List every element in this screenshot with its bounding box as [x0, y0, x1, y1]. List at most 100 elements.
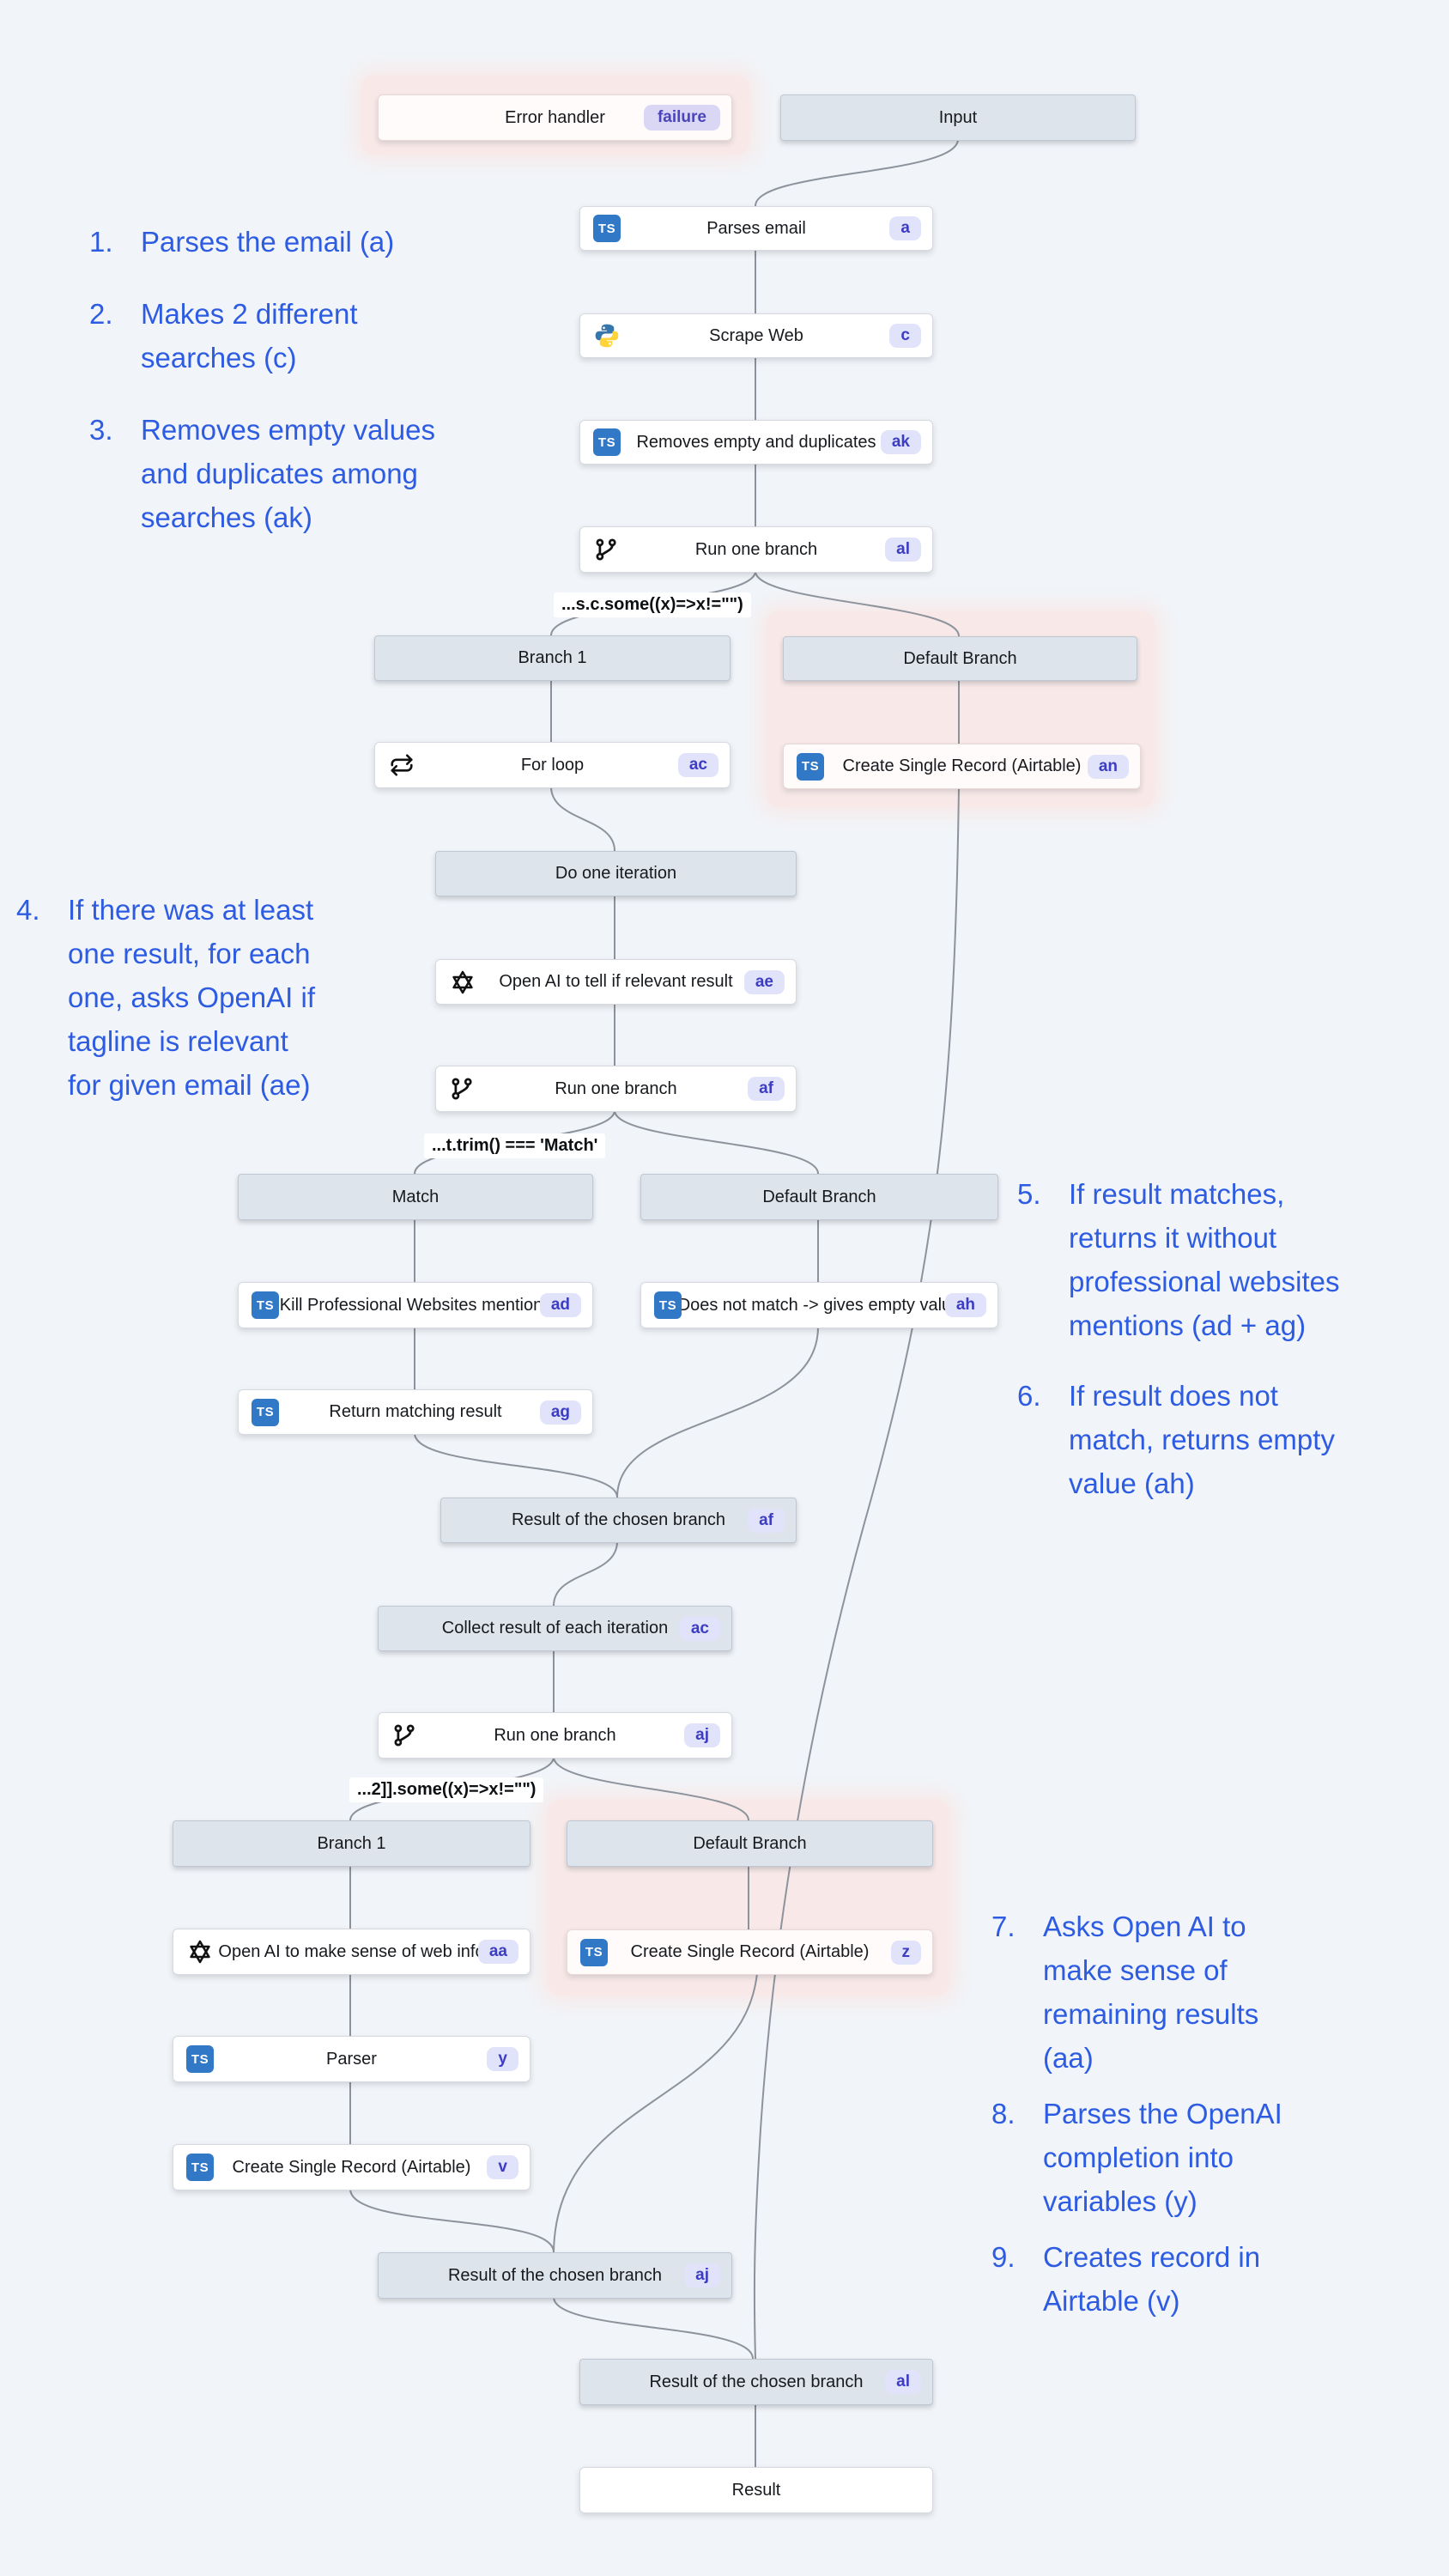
node-create-single-record-an[interactable]: TS Create Single Record (Airtable) an — [783, 744, 1141, 789]
branch-header-default[interactable]: Default Branch — [640, 1174, 998, 1220]
node-result[interactable]: Result — [579, 2467, 933, 2513]
annotation-text: Creates record in Airtable (v) — [1043, 2241, 1261, 2317]
node-label: Error handler — [505, 107, 605, 127]
openai-icon — [185, 1936, 215, 1967]
annotation-text: Makes 2 different searches (c) — [141, 298, 358, 374]
node-scrape-web[interactable]: Scrape Web c — [579, 313, 933, 358]
node-does-not-match[interactable]: TS Does not match -> gives empty value a… — [640, 1282, 998, 1328]
annotation-number: 5. — [1017, 1178, 1041, 1210]
node-badge: ad — [539, 1293, 581, 1317]
node-badge: ag — [539, 1400, 581, 1425]
node-badge: aj — [684, 1723, 720, 1747]
edge — [553, 1756, 749, 1821]
branch-header-branch1[interactable]: Branch 1 — [374, 635, 731, 681]
node-label: Kill Professional Websites mentions — [279, 1295, 552, 1315]
node-run-one-branch-al[interactable]: Run one branch al — [579, 526, 933, 573]
node-parser[interactable]: TS Parser y — [173, 2036, 530, 2082]
node-label: Match — [391, 1187, 440, 1206]
loop-icon — [386, 750, 417, 781]
annotation-number: 4. — [16, 894, 40, 926]
node-label: Parses email — [706, 218, 806, 238]
node-kill-professional-mentions[interactable]: TS Kill Professional Websites mentions a… — [238, 1282, 593, 1328]
node-badge: c — [889, 324, 921, 348]
node-label: Default Branch — [903, 648, 1017, 668]
annotation-item: 9. Creates record in Airtable (v) — [991, 2235, 1282, 2323]
header-do-one-iteration[interactable]: Do one iteration — [435, 851, 797, 896]
annotation-number: 7. — [991, 1911, 1016, 1942]
node-badge: ak — [880, 430, 921, 454]
annotation-text: If result does not match, returns empty … — [1069, 1380, 1335, 1499]
node-badge: af — [748, 1508, 785, 1533]
branch-condition-label: ...t.trim() === 'Match' — [424, 1133, 606, 1158]
node-badge: a — [889, 216, 921, 240]
header-result-chosen-branch-af[interactable]: Result of the chosen branch af — [440, 1498, 797, 1543]
node-label: Open AI to make sense of web info — [218, 1941, 485, 1961]
annotation-text: Asks Open AI to make sense of remaining … — [1043, 1911, 1259, 2074]
node-label: Result of the chosen branch — [511, 1510, 726, 1529]
annotation-text: If there was at least one result, for ea… — [68, 894, 315, 1101]
annotation-item: 5. If result matches, returns it without… — [1017, 1172, 1340, 1347]
node-create-single-record-z[interactable]: TS Create Single Record (Airtable) z — [567, 1929, 933, 1975]
node-label: Return matching result — [329, 1402, 502, 1421]
node-create-single-record-v[interactable]: TS Create Single Record (Airtable) v — [173, 2144, 530, 2190]
edge — [553, 1540, 618, 1607]
node-for-loop[interactable]: For loop ac — [374, 742, 731, 788]
typescript-icon: TS — [591, 213, 622, 244]
node-label: Default Branch — [693, 1833, 807, 1853]
edge — [553, 1972, 758, 2253]
typescript-icon: TS — [250, 1397, 281, 1428]
branch-header-default[interactable]: Default Branch — [783, 636, 1137, 681]
node-label: Open AI to tell if relevant result — [499, 972, 733, 991]
typescript-icon: TS — [652, 1290, 683, 1321]
annotation-item: 1. Parses the email (a) — [89, 220, 435, 264]
annotation-number: 6. — [1017, 1380, 1041, 1412]
node-label: Result — [731, 2480, 781, 2500]
node-removes-empty-duplicates[interactable]: TS Removes empty and duplicates ak — [579, 420, 933, 465]
node-label: For loop — [520, 755, 585, 775]
branch-header-branch1[interactable]: Branch 1 — [173, 1820, 530, 1867]
node-label: Create Single Record (Airtable) — [630, 1942, 870, 1961]
node-label: Collect result of each iteration — [441, 1619, 669, 1637]
annotation-item: 6. If result does not match, returns emp… — [1017, 1374, 1340, 1505]
annotation-text: If result matches, returns it without pr… — [1069, 1178, 1340, 1341]
node-input[interactable]: Input — [780, 94, 1136, 141]
node-badge: an — [1087, 754, 1129, 779]
annotation-number: 8. — [991, 2098, 1016, 2129]
node-label: Does not match -> gives empty value — [677, 1295, 961, 1315]
node-label: Result of the chosen branch — [447, 2265, 663, 2285]
node-badge: af — [748, 1077, 785, 1101]
branch-header-match[interactable]: Match — [238, 1174, 593, 1220]
node-parses-email[interactable]: TS Parses email a — [579, 206, 933, 251]
node-badge: v — [487, 2155, 518, 2179]
annotation-item-4: 4. If there was at least one result, for… — [16, 888, 315, 1107]
node-return-matching-result[interactable]: TS Return matching result ag — [238, 1389, 593, 1435]
branch-header-default[interactable]: Default Branch — [567, 1820, 933, 1867]
header-result-chosen-branch-al[interactable]: Result of the chosen branch al — [579, 2359, 933, 2405]
node-badge: ae — [743, 969, 785, 994]
node-badge: al — [885, 538, 921, 562]
node-label: Result of the chosen branch — [649, 2372, 864, 2391]
node-openai-tell-relevant[interactable]: Open AI to tell if relevant result ae — [435, 959, 797, 1005]
typescript-icon: TS — [185, 2152, 215, 2183]
node-label: Branch 1 — [317, 1833, 386, 1853]
python-icon — [591, 320, 622, 351]
failure-badge: failure — [643, 105, 720, 131]
node-label: Default Branch — [762, 1187, 876, 1206]
annotation-number: 1. — [89, 226, 113, 258]
edge — [755, 138, 959, 207]
node-label: Do one iteration — [555, 864, 677, 883]
node-error-handler[interactable]: Error handler failure — [378, 94, 732, 141]
edge — [753, 787, 960, 2360]
node-run-one-branch-aj[interactable]: Run one branch aj — [378, 1712, 732, 1759]
node-label: Input — [938, 107, 978, 127]
annotation-number: 3. — [89, 414, 113, 446]
node-run-one-branch-af[interactable]: Run one branch af — [435, 1066, 797, 1112]
annotation-number: 9. — [991, 2241, 1016, 2273]
node-badge: ac — [679, 1616, 720, 1641]
node-badge: z — [890, 1940, 921, 1965]
node-openai-make-sense[interactable]: Open AI to make sense of web info aa — [173, 1929, 530, 1975]
header-result-chosen-branch-aj[interactable]: Result of the chosen branch aj — [378, 2252, 732, 2299]
node-badge: aj — [684, 2263, 720, 2287]
header-collect-result-iteration[interactable]: Collect result of each iteration ac — [378, 1606, 732, 1651]
